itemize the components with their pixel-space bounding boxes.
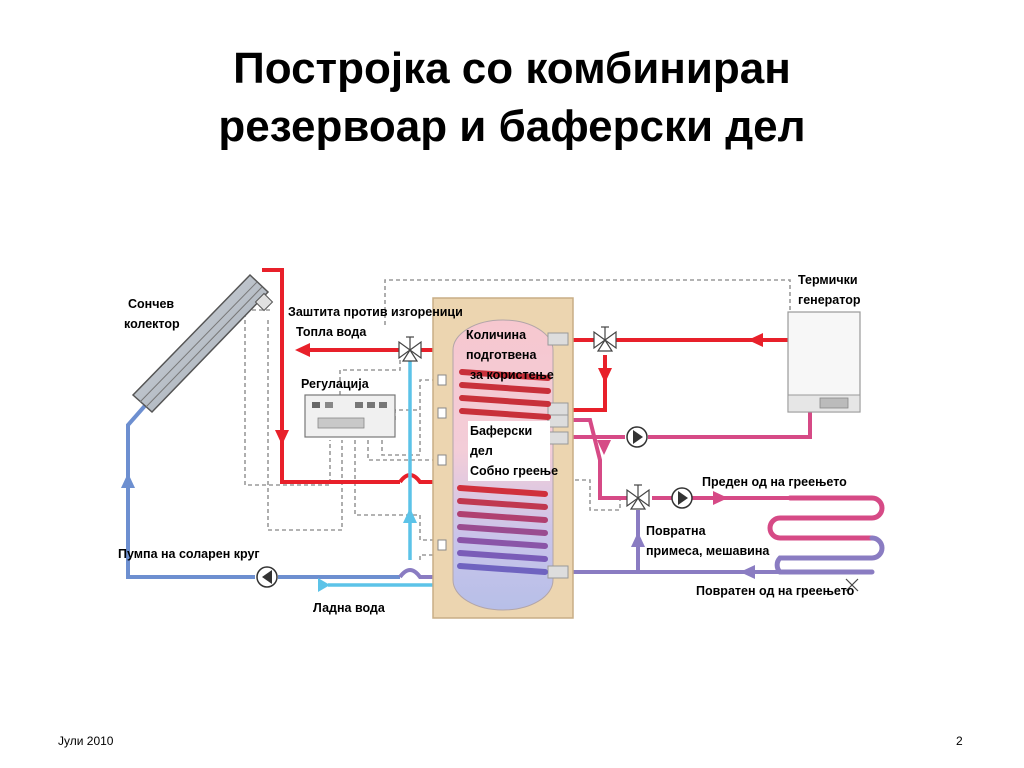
lower-heat-exchanger [457,485,548,575]
label-generator-line-2: генератор [798,293,861,307]
label-quantity-line-1: Количина [466,328,527,342]
solar-flow-arrow-icon [121,473,135,488]
label-solar-collector-line-1: Сончев [128,297,175,311]
mix-up-arrow-icon [631,532,645,547]
slide-title: Постројка со комбиниран резервоар и бафе… [0,40,1024,156]
label-hot-water: Топла вода [296,325,367,339]
generator-flow-arrow-icon [748,333,763,347]
label-regulation: Регулација [301,377,369,391]
footer-date: Јули 2010 [58,734,114,748]
label-buffer-line-2: дел [470,444,493,458]
label-cold-water: Ладна вода [313,601,385,615]
return-check-valve-icon [845,578,859,592]
page-number: 2 [956,734,963,748]
heating-mixing-valve-icon [626,484,650,510]
floor-heating-coils [767,495,885,575]
generator-down-arrow-icon [598,368,612,383]
title-line-2: резервоар и баферски дел [218,102,806,151]
label-quantity-line-2: подготвена [466,348,537,362]
solar-collector-panel [131,273,274,414]
regulation-controller [304,394,396,438]
heating-flow-arrow-icon [597,440,611,455]
cold-water-inlet-arrow-icon [318,578,330,592]
solar-pump-icon [256,566,278,588]
label-solar-collector: Сончев колектор [124,294,180,334]
label-buffer-line-3: Собно греење [470,464,559,478]
upper-heat-exchanger [459,369,551,420]
label-return-mix: Повратна примеса, мешавина [646,521,769,561]
solar-return-crossover [398,568,455,579]
heating-forward-arrow-icon [713,491,728,505]
label-quantity-line-3: за користење [470,368,554,382]
label-solar-collector-line-2: колектор [124,317,180,331]
label-return-mix-line-2: примеса, мешавина [646,544,770,558]
generator-diverter-valve-icon [593,326,617,352]
title-line-1: Постројка со комбиниран [233,44,791,93]
label-return-mix-line-1: Повратна [646,524,706,538]
label-heating-flow: Преден од на греењето [702,475,847,489]
label-solar-pump: Пумпа на соларен круг [118,547,260,561]
hot-water-arrow-icon [295,343,310,357]
label-scald-protection: Заштита против изгореници [288,305,463,319]
cold-water-arrow-icon [403,508,417,523]
heating-pump-icon [626,426,648,448]
heating-return-arrow-icon [740,565,755,579]
thermal-generator-unit [787,311,861,413]
heating-flow-pump-icon [671,487,693,509]
label-generator-line-1: Термички [798,273,858,287]
solar-flow-down-arrow-icon [275,430,289,445]
label-heating-return: Повратен од на греењето [696,584,855,598]
label-thermal-generator: Термички генератор [798,270,860,310]
label-buffer: Баферски дел Собно греење [468,421,559,481]
solar-circuit [126,398,400,579]
label-quantity-prepared: Количина подготвена за користење [466,325,554,385]
heating-circuit [565,410,812,500]
hot-water-mixing-valve-icon [398,336,422,362]
label-buffer-line-1: Баферски [470,424,533,438]
